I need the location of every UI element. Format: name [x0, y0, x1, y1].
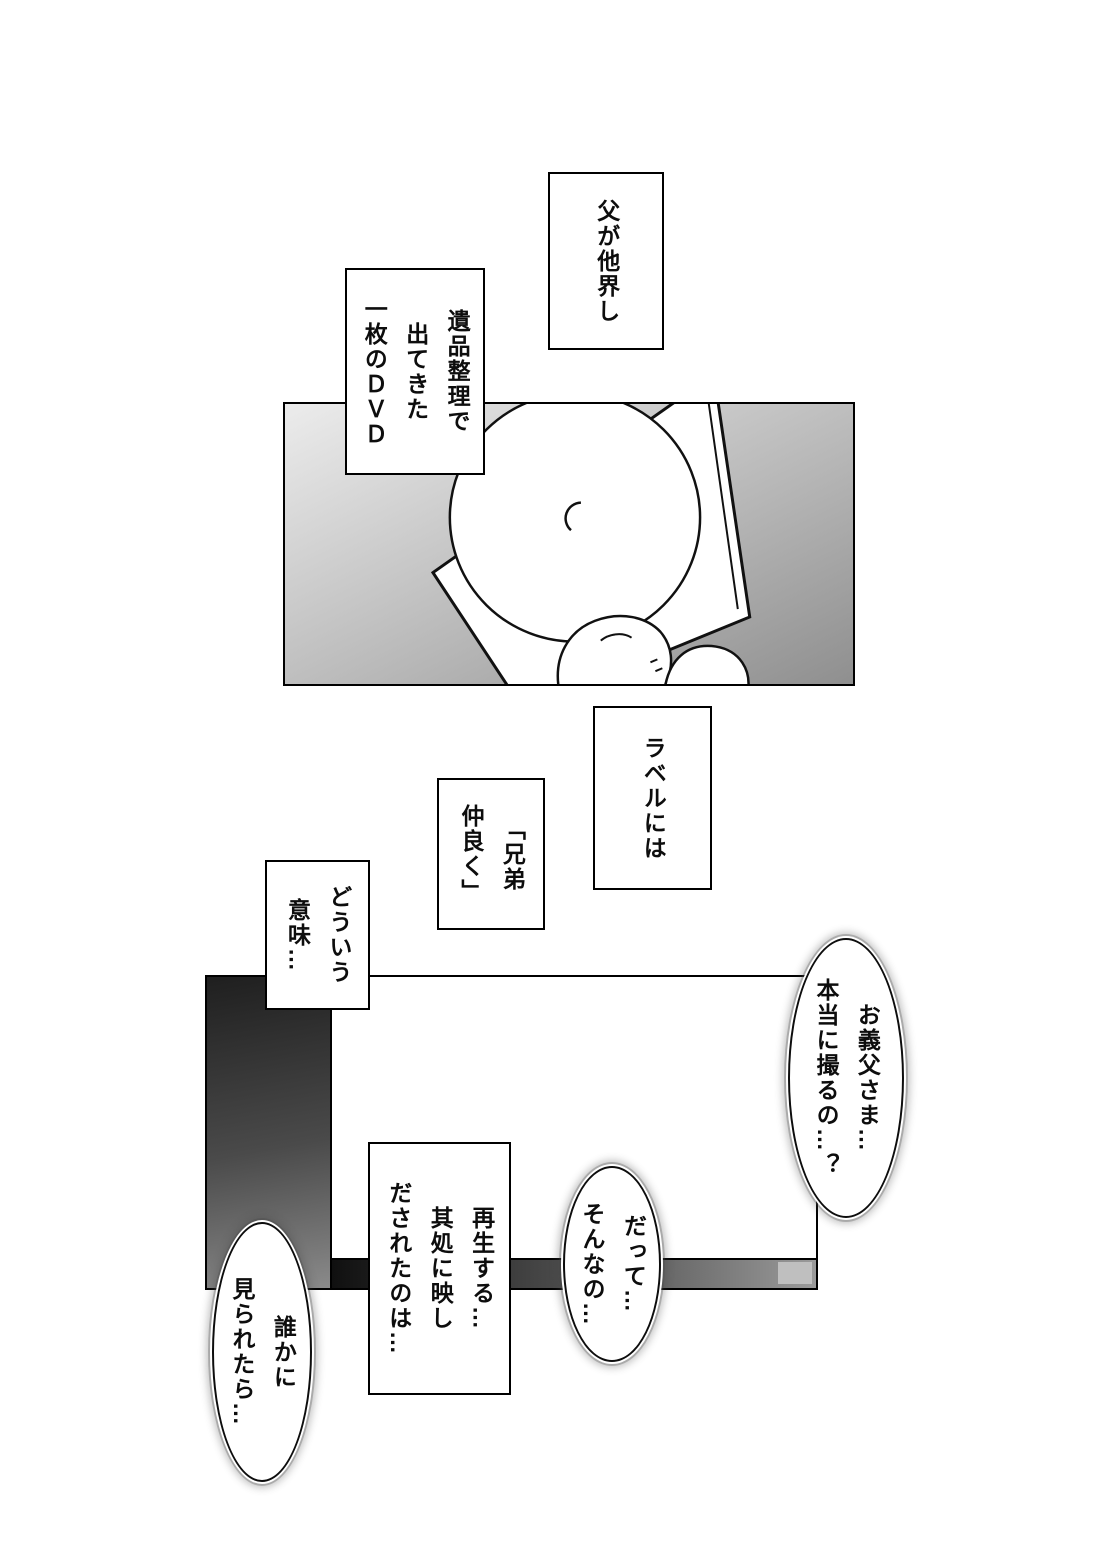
narration-box-meaning: どういう 意味…: [265, 860, 370, 1010]
speech-bubble-1: お義父さま… 本当に撮るの…？: [788, 938, 904, 1218]
speech-text-3: 誰かに 見られたら…: [229, 1277, 297, 1427]
tv-bottom-notch: [778, 1262, 812, 1284]
narration-box-label-title: 「兄弟 仲良く」: [437, 778, 545, 930]
narration-text-meaning: どういう 意味…: [284, 885, 352, 985]
narration-text-father-passed: 父が他界し: [593, 198, 620, 324]
speech-bubble-2: だって… そんなの…: [563, 1166, 661, 1362]
narration-box-playback: 再生する… 其処に映し だされたのは…: [368, 1142, 511, 1395]
speech-text-2: だって… そんなの…: [579, 1201, 647, 1327]
narration-text-dvd-found: 遺品整理で 出てきた 一枚のＤＶＤ: [361, 296, 471, 447]
panel-tv: [205, 975, 818, 1290]
speech-text-1: お義父さま… 本当に撮るの…？: [813, 978, 881, 1178]
narration-text-playback: 再生する… 其処に映し だされたのは…: [385, 1181, 495, 1356]
narration-box-dvd-found: 遺品整理で 出てきた 一枚のＤＶＤ: [345, 268, 485, 475]
narration-box-label: ラベルには: [593, 706, 712, 890]
speech-bubble-3: 誰かに 見られたら…: [212, 1222, 312, 1482]
disc-hub-mark: [564, 501, 582, 532]
narration-text-label: ラベルには: [640, 735, 667, 861]
dvd-disc: [448, 404, 702, 643]
knuckle-marks: [650, 658, 663, 673]
hand-thumb: [556, 614, 673, 684]
hand-fingers: [664, 644, 750, 684]
narration-box-father-passed: 父が他界し: [548, 172, 664, 350]
thumbnail-line: [600, 633, 633, 642]
narration-text-label-title: 「兄弟 仲良く」: [458, 804, 526, 904]
dvd-case-spine-line: [707, 404, 739, 610]
